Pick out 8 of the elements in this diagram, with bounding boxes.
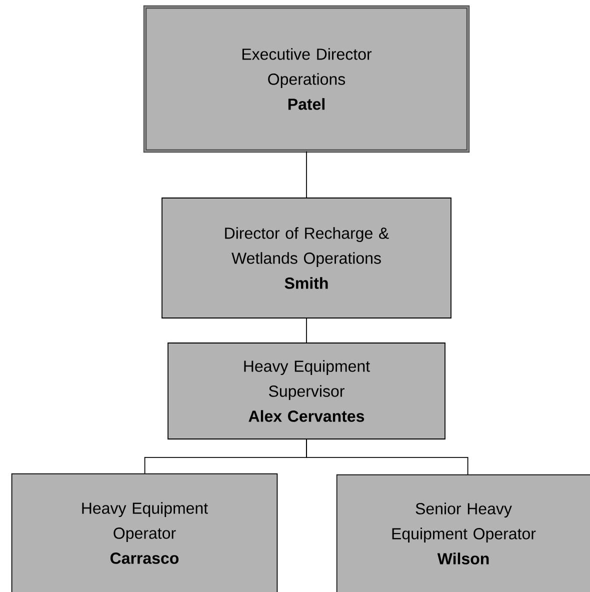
connector-line bbox=[306, 439, 468, 476]
connector-line bbox=[306, 150, 307, 198]
connector-line bbox=[306, 318, 307, 343]
org-box: Heavy Equipment Supervisor Alex Cervantes bbox=[168, 342, 446, 440]
org-box: Executive Director Operations Patel bbox=[143, 5, 470, 153]
org-box: Director of Recharge & Wetlands Operations Smith bbox=[162, 198, 452, 318]
org-box: Heavy Equipment Operator Carrasco bbox=[11, 473, 278, 592]
org-box: Senior Heavy Equipment Operator Wilson bbox=[336, 474, 590, 592]
